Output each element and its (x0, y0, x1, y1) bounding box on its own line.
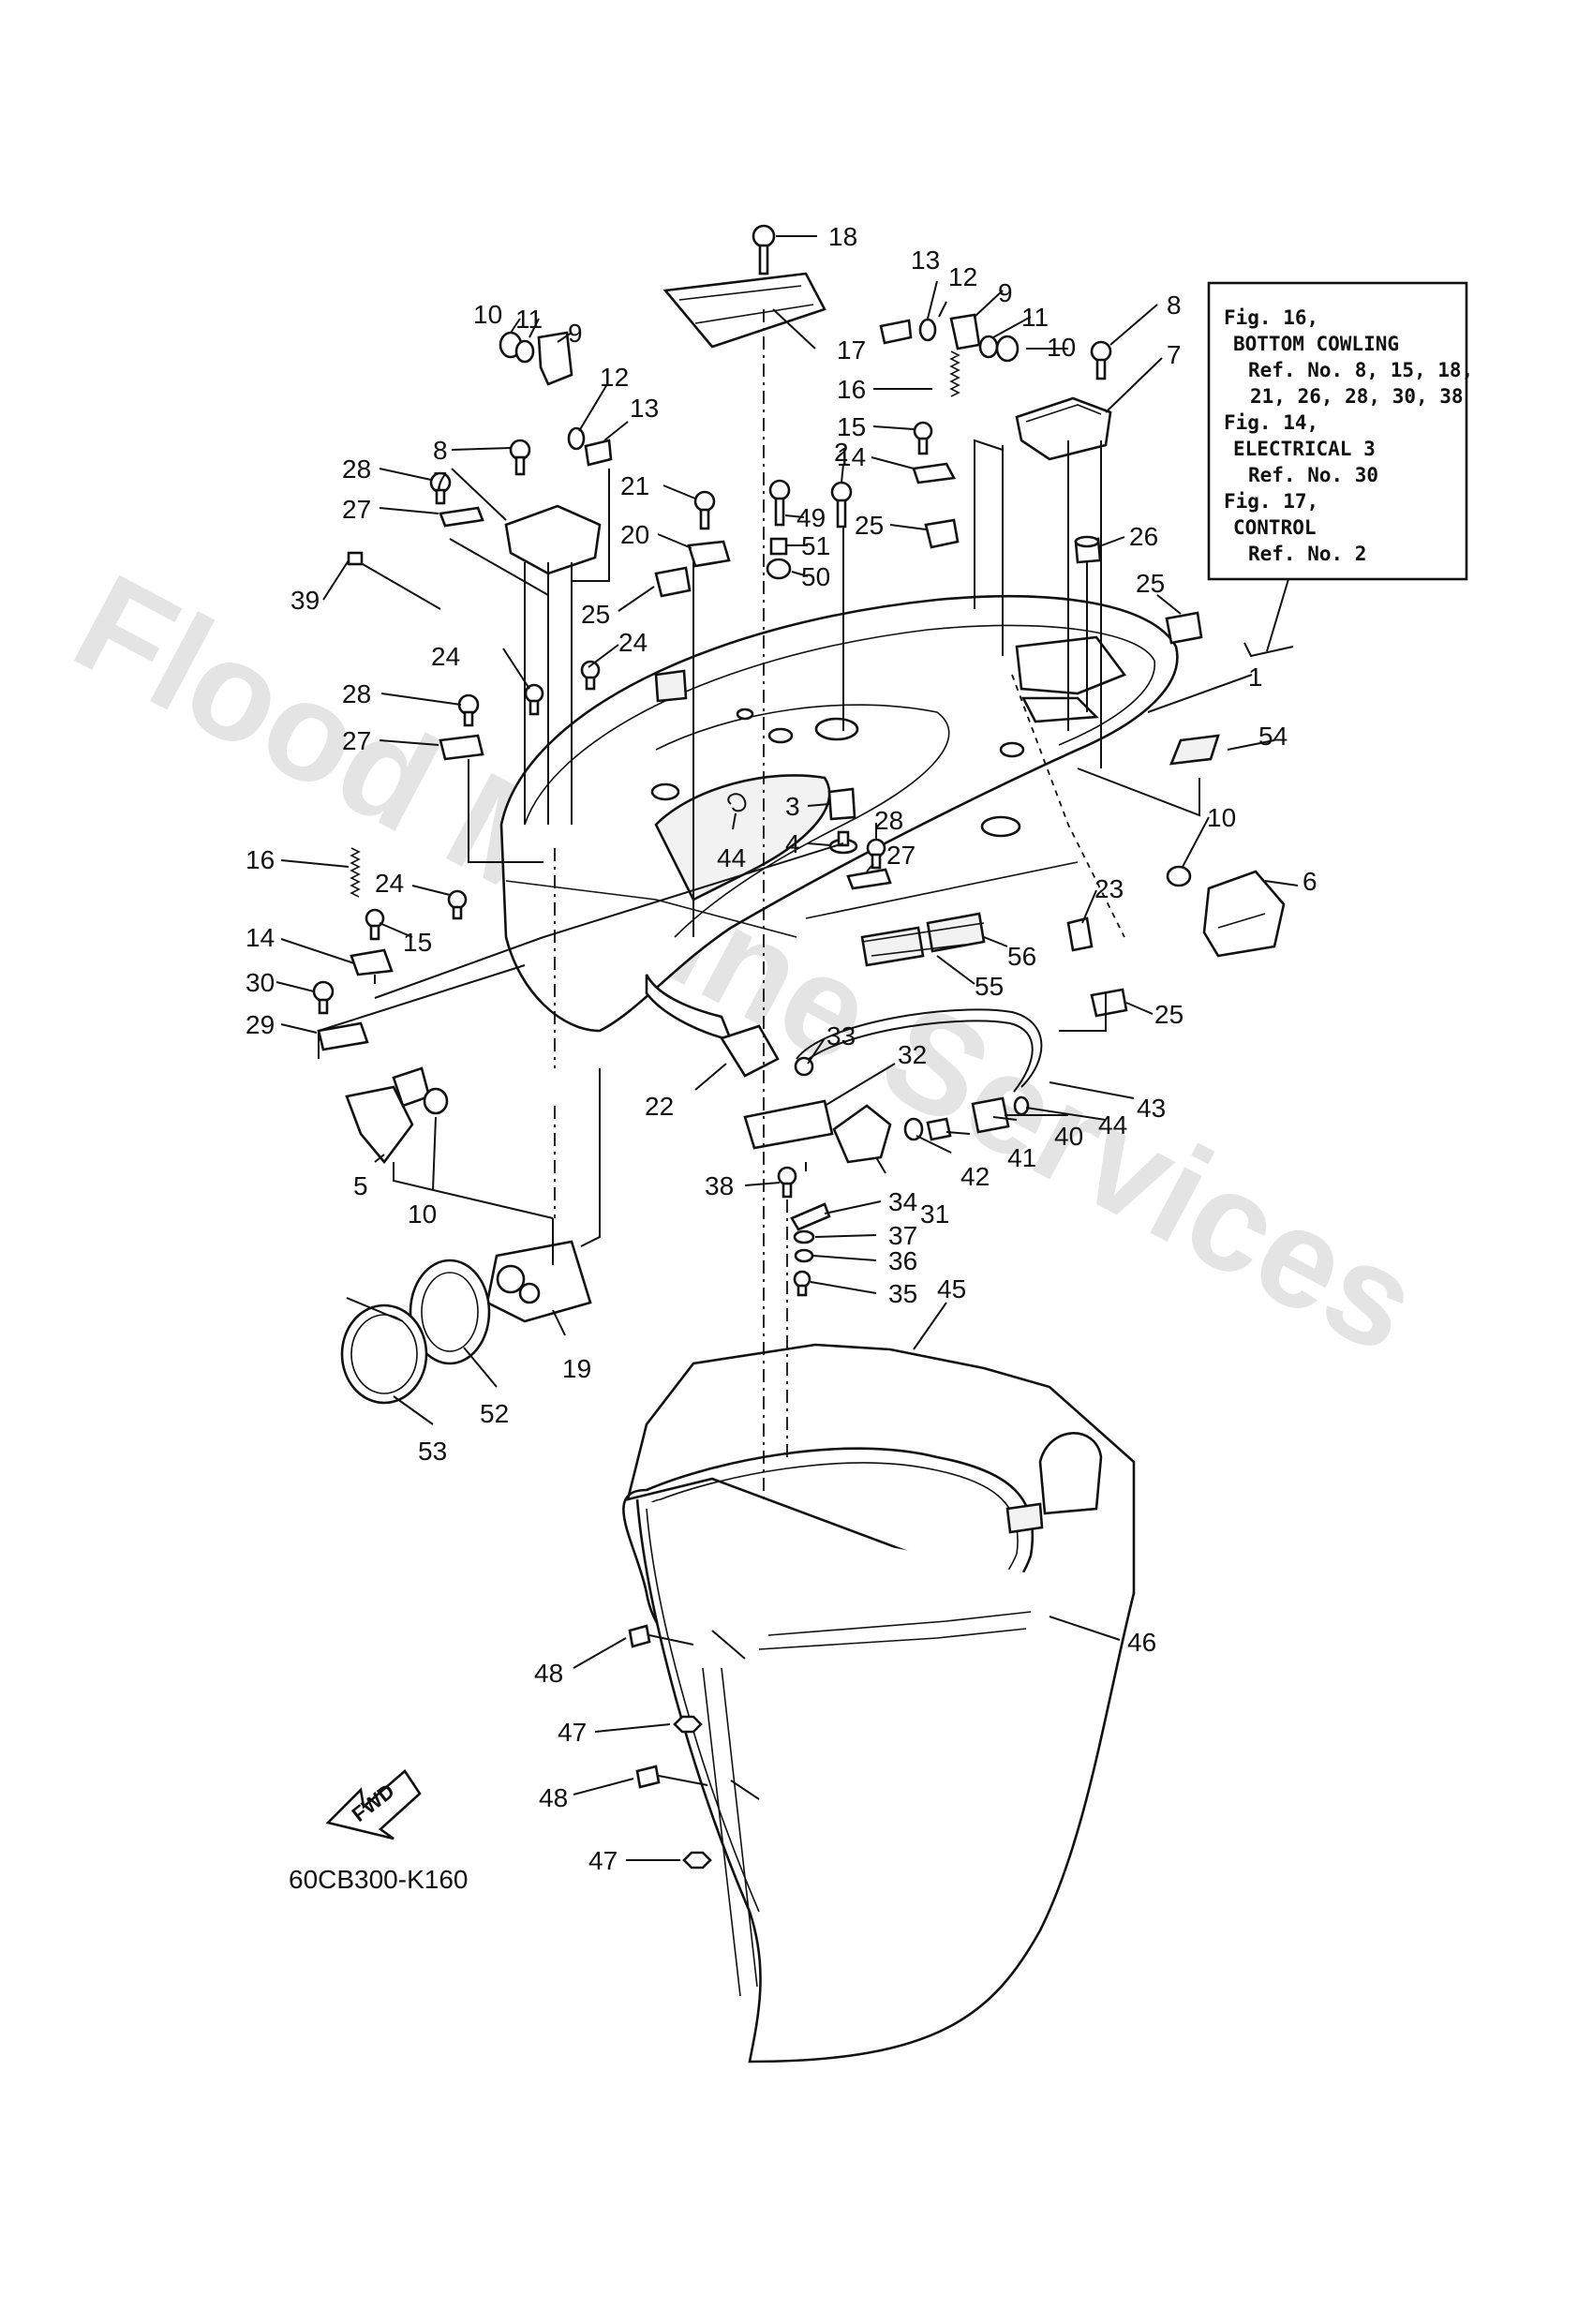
callout-27: 27 (342, 495, 371, 524)
callout-18: 18 (828, 222, 857, 251)
callout-7: 7 (1167, 340, 1182, 369)
callout-44: 44 (717, 843, 746, 872)
callout-3: 3 (785, 792, 800, 821)
callout-25: 25 (1136, 569, 1165, 598)
callout-25: 25 (581, 600, 610, 629)
drawing-code: 60CB300-K160 (289, 1865, 468, 1894)
ref-line-6: Ref. No. 30 (1248, 464, 1378, 486)
callout-34: 34 (888, 1187, 917, 1216)
callout-32: 32 (898, 1040, 927, 1069)
callout-37: 37 (888, 1221, 917, 1250)
callout-9: 9 (568, 319, 583, 348)
callout-46: 46 (1127, 1628, 1156, 1657)
callout-10: 10 (473, 300, 502, 329)
callout-31: 31 (920, 1199, 949, 1229)
callout-8: 8 (433, 436, 448, 465)
callout-26: 26 (1129, 522, 1158, 551)
callout-36: 36 (888, 1246, 917, 1275)
fwd-arrow: FWD (325, 1769, 422, 1840)
callout-53: 53 (418, 1437, 447, 1466)
callout-9: 9 (998, 278, 1013, 307)
ref-line-7: Fig. 17, (1224, 490, 1318, 513)
callout-14: 14 (246, 923, 275, 952)
callout-29: 29 (246, 1010, 275, 1039)
callout-5: 5 (353, 1171, 368, 1200)
callout-33: 33 (826, 1021, 856, 1050)
ref-line-5: ELECTRICAL 3 (1233, 438, 1376, 460)
ref-line-3: 21, 26, 28, 30, 38 (1250, 385, 1464, 408)
callout-41: 41 (1007, 1143, 1036, 1172)
callout-43: 43 (1137, 1094, 1166, 1123)
callout-7: 7 (433, 467, 448, 496)
ref-line-1: BOTTOM COWLING (1233, 333, 1399, 355)
callout-42: 42 (960, 1162, 990, 1191)
callout-13: 13 (630, 394, 659, 423)
callout-50: 50 (801, 562, 830, 591)
callout-38: 38 (705, 1171, 734, 1200)
callout-45: 45 (937, 1274, 966, 1304)
callout-48: 48 (539, 1783, 568, 1812)
callout-15: 15 (837, 412, 866, 441)
callout-24: 24 (431, 642, 460, 671)
callout-14: 14 (837, 442, 866, 471)
callout-54: 54 (1258, 722, 1288, 751)
callout-24: 24 (375, 869, 404, 898)
callout-55: 55 (975, 972, 1004, 1001)
callout-20: 20 (620, 520, 649, 549)
callout-25: 25 (1154, 1000, 1184, 1029)
callout-44: 44 (1098, 1110, 1127, 1140)
callout-10: 10 (408, 1199, 437, 1229)
callout-19: 19 (562, 1354, 591, 1383)
callout-24: 24 (618, 628, 648, 657)
callout-17: 17 (837, 335, 866, 365)
ref-line-9: Ref. No. 2 (1248, 543, 1366, 565)
callout-56: 56 (1007, 942, 1036, 971)
callout-28: 28 (874, 806, 903, 835)
callout-22: 22 (645, 1092, 674, 1121)
callout-51: 51 (801, 531, 830, 560)
callout-47: 47 (588, 1846, 618, 1875)
callout-27: 27 (886, 841, 916, 870)
callout-6: 6 (1303, 867, 1317, 896)
callout-labels: 18 17 13 12 9 11 10 8 7 16 15 14 26 25 1… (246, 222, 1317, 1875)
ref-line-2: Ref. No. 8, 15, 18, (1248, 359, 1473, 381)
lower-case-part (622, 1343, 1136, 2063)
callout-16: 16 (246, 845, 275, 874)
reference-box: Fig. 16, BOTTOM COWLING Ref. No. 8, 15, … (1207, 281, 1473, 658)
callout-11: 11 (1021, 303, 1049, 332)
callout-23: 23 (1094, 874, 1124, 903)
callout-4: 4 (785, 829, 800, 858)
callout-10: 10 (1207, 803, 1236, 832)
callout-13: 13 (911, 246, 940, 275)
callout-40: 40 (1054, 1122, 1083, 1151)
small-parts (312, 224, 1286, 1405)
callout-2: 2 (834, 438, 849, 467)
callout-12: 12 (600, 363, 629, 392)
callout-25: 25 (855, 511, 884, 540)
callout-28: 28 (342, 454, 371, 484)
callout-27: 27 (342, 726, 371, 755)
callout-28: 28 (342, 679, 371, 708)
callout-48: 48 (534, 1659, 563, 1688)
callout-39: 39 (290, 586, 320, 615)
callout-21: 21 (620, 471, 649, 500)
callout-12: 12 (948, 262, 977, 291)
ref-line-4: Fig. 14, (1224, 411, 1318, 434)
callout-52: 52 (480, 1399, 509, 1428)
callout-10: 10 (1047, 333, 1076, 362)
callout-47: 47 (558, 1718, 587, 1747)
ref-line-0: Fig. 16, (1224, 306, 1318, 329)
callout-16: 16 (837, 375, 866, 404)
leader-lines (275, 235, 1299, 1861)
callout-15: 15 (403, 928, 432, 957)
ref-line-8: CONTROL (1233, 516, 1317, 539)
callout-11: 11 (515, 305, 543, 334)
callout-35: 35 (888, 1279, 917, 1308)
callout-49: 49 (796, 503, 826, 532)
callout-30: 30 (246, 968, 275, 997)
callout-8: 8 (1167, 290, 1182, 320)
callout-1: 1 (1248, 663, 1263, 692)
